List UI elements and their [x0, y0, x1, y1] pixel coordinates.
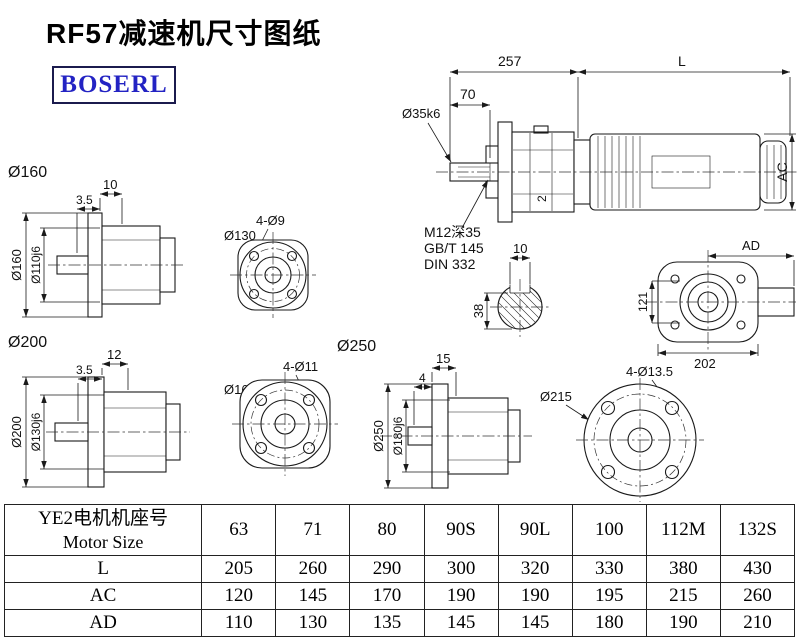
table-cell: 145: [275, 582, 351, 610]
table-cell: 190: [645, 609, 721, 637]
table-cell: 430: [719, 555, 796, 583]
flange-130-view: 4-Ø9 Ø130: [224, 213, 316, 318]
dim-10-label: 10: [103, 177, 117, 192]
row-label: AC: [3, 582, 203, 610]
table-cell: 145: [497, 609, 573, 637]
col-header: 112M: [645, 504, 721, 556]
table-cell: 215: [645, 582, 721, 610]
dia-250-label: Ø250: [371, 420, 386, 452]
col-header: 71: [275, 504, 351, 556]
header-motor-size: YE2电机机座号 Motor Size: [3, 504, 203, 556]
col-header: 100: [571, 504, 647, 556]
dim-38-label: 38: [471, 304, 486, 318]
col-header: 132S: [719, 504, 796, 556]
dia-160-label: Ø160: [9, 249, 24, 281]
table-cell: 260: [719, 582, 796, 610]
header-motor-size-cn: YE2电机机座号: [38, 508, 169, 529]
table-row-ac: AC 120 145 170 190 190 195 215 260: [3, 582, 796, 610]
table-cell: 135: [349, 609, 425, 637]
dim-4-label: 4: [419, 371, 426, 385]
table-cell: 190: [497, 582, 573, 610]
col-header: 90S: [423, 504, 499, 556]
col-header: 90L: [497, 504, 573, 556]
note-m12-label: M12深35: [424, 224, 481, 240]
table-cell: 145: [423, 609, 499, 637]
dia-215-label: Ø215: [540, 389, 572, 404]
dimension-table: YE2电机机座号 Motor Size 63 71 80 90S 90L 100…: [3, 504, 796, 637]
dia-130-label: Ø130: [224, 228, 256, 243]
table-cell: 170: [349, 582, 425, 610]
table-cell: 330: [571, 555, 647, 583]
page-title: RF57减速机尺寸图纸: [46, 18, 322, 49]
holes-4x9-label: 4-Ø9: [256, 213, 285, 228]
dim-257-label: 257: [498, 53, 522, 69]
dia-200-label: Ø200: [9, 416, 24, 448]
table-cell: 205: [201, 555, 277, 583]
dim-70-label: 70: [460, 86, 476, 102]
main-assembly-view: 257 L 70 Ø35k6 AC 2 M12深35 GB/T 145 DIN …: [402, 53, 798, 272]
row-label: L: [3, 555, 203, 583]
brand-logo-text: BOSERL: [60, 71, 168, 98]
table-cell: 195: [571, 582, 647, 610]
table-cell: 380: [645, 555, 721, 583]
view160-label: Ø160: [8, 164, 47, 181]
note-gbt-label: GB/T 145: [424, 240, 484, 256]
flange-165-view: 4-Ø11 Ø165: [224, 359, 338, 476]
view-250-side: Ø250 15 4 Ø250 Ø180j6: [337, 338, 532, 489]
table-cell: 180: [571, 609, 647, 637]
dim-2-label: 2: [535, 195, 549, 202]
col-header: 63: [201, 504, 277, 556]
dim-15-label: 15: [436, 351, 450, 366]
row-label: AD: [3, 609, 203, 637]
dim-121-label: 121: [636, 292, 650, 312]
dim-ac-label: AC: [774, 162, 790, 181]
holes-4x13-5-label: 4-Ø13.5: [626, 364, 673, 379]
header-motor-size-en: Motor Size: [62, 532, 144, 552]
shaft-diameter-label: Ø35k6: [402, 106, 440, 121]
table-row-ad: AD 110 130 135 145 145 180 190 210: [3, 609, 796, 637]
dim-l-label: L: [678, 53, 686, 69]
key-width-label: 10: [513, 241, 527, 256]
flange-215-view: 4-Ø13.5 Ø215: [540, 364, 704, 502]
dia-130j6-label: Ø130j6: [29, 412, 43, 451]
view250-label: Ø250: [337, 338, 376, 355]
col-header: 80: [349, 504, 425, 556]
shaft-section-view: 10 38: [471, 241, 550, 337]
table-cell: 210: [719, 609, 796, 637]
holes-4x11-label: 4-Ø11: [283, 359, 318, 374]
view-ad: AD 121 202: [636, 238, 796, 371]
dim-12-label: 12: [107, 347, 121, 362]
note-din-label: DIN 332: [424, 256, 476, 272]
table-header-row: YE2电机机座号 Motor Size 63 71 80 90S 90L 100…: [3, 504, 796, 556]
table-row-l: L 205 260 290 300 320 330 380 430: [3, 555, 796, 583]
table-cell: 190: [423, 582, 499, 610]
table-cell: 120: [201, 582, 277, 610]
brand-logo: BOSERL: [52, 66, 176, 104]
dia-110j6-label: Ø110j6: [29, 246, 43, 284]
table-cell: 300: [423, 555, 499, 583]
dim-3-5-label: 3.5: [76, 193, 93, 207]
view-200-side: Ø200 12 3.5 Ø200 Ø130j: [8, 334, 190, 488]
view200-label: Ø200: [8, 334, 47, 351]
dia-180j6-label: Ø180j6: [391, 416, 405, 455]
view-160-side: Ø160 10 3.5 Ø160 Ø110j: [8, 164, 185, 318]
dim-ad-label: AD: [742, 238, 760, 253]
table-cell: 130: [275, 609, 351, 637]
dim-3-5-200-label: 3.5: [76, 363, 93, 377]
technical-drawing-canvas: 257 L 70 Ø35k6 AC 2 M12深35 GB/T 145 DIN …: [8, 53, 798, 502]
table-cell: 110: [201, 609, 277, 637]
table-cell: 320: [497, 555, 573, 583]
table-cell: 260: [275, 555, 351, 583]
dim-202-label: 202: [694, 356, 716, 371]
table-cell: 290: [349, 555, 425, 583]
